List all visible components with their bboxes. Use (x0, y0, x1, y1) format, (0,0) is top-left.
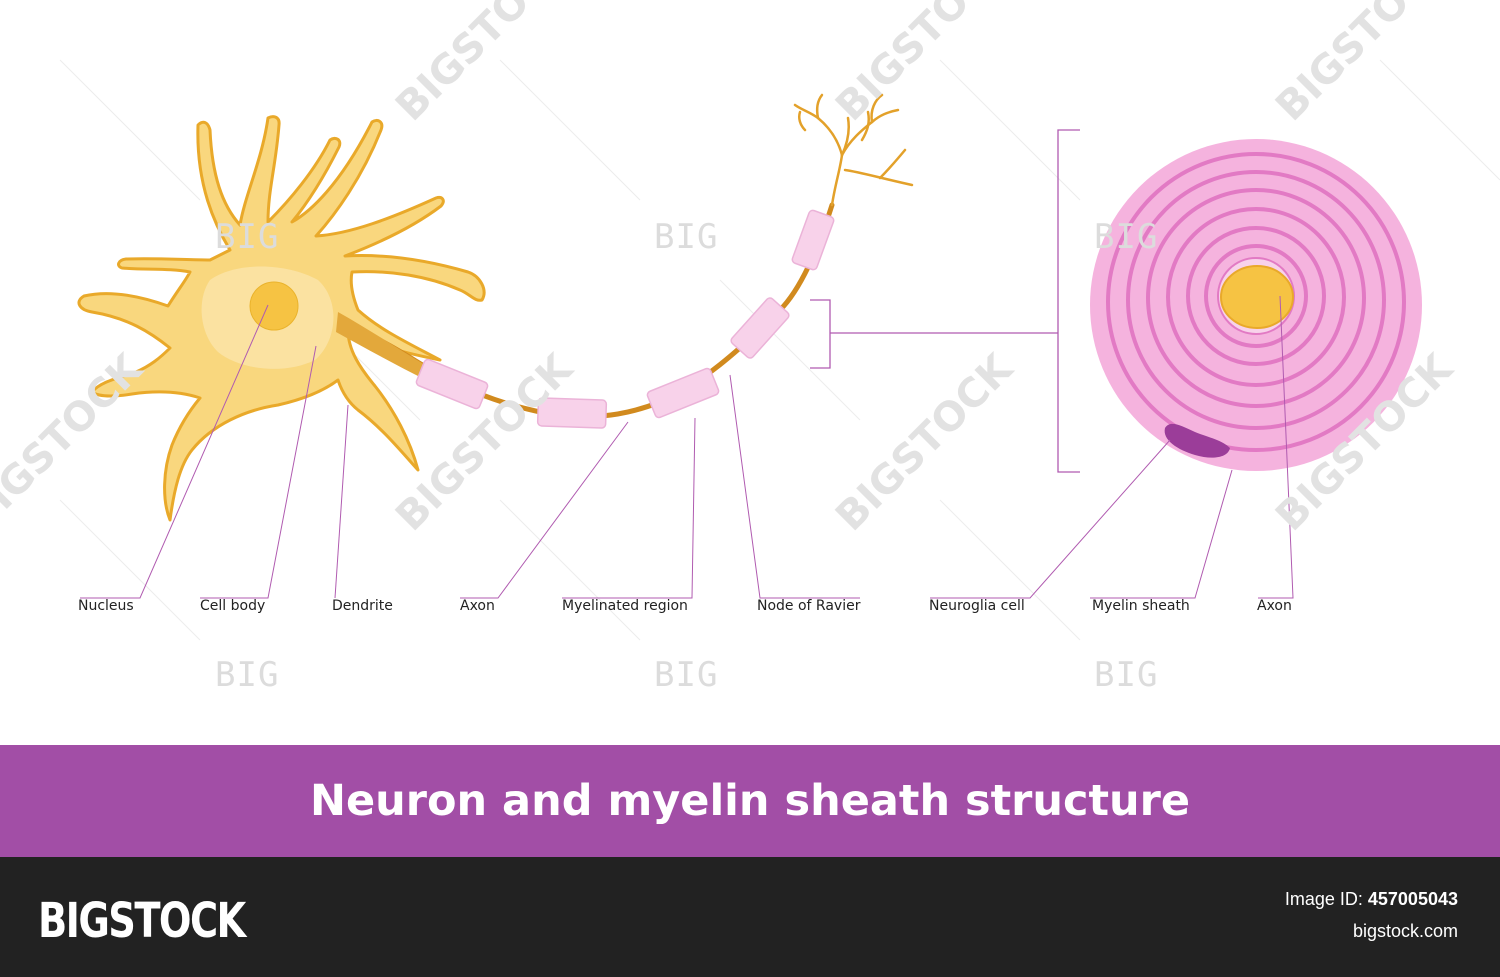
myelin-segment (730, 297, 790, 359)
myelin-rings (1106, 152, 1406, 452)
label-myelinated-region: Myelinated region (562, 598, 688, 614)
label-dendrite: Dendrite (332, 598, 393, 614)
watermark: BIG (654, 217, 719, 257)
label-node-of-ravier: Node of Ravier (757, 598, 861, 614)
image-id: Image ID: 457005043 (1285, 889, 1458, 910)
nucleus (249, 281, 299, 331)
brand-logo: BIGSTOCK (38, 893, 246, 949)
page-title: Neuron and myelin sheath structure (309, 776, 1191, 826)
axon-hillock (336, 312, 430, 380)
watermark: BIG (654, 655, 719, 695)
footer-bar: BIGSTOCK Image ID: 457005043 bigstock.co… (0, 857, 1500, 977)
site-url: bigstock.com (1352, 921, 1458, 941)
label-myelin-sheath: Myelin sheath (1092, 598, 1190, 614)
image-id-value: 457005043 (1367, 889, 1458, 909)
myelin-segment (415, 358, 489, 410)
axon-terminal (793, 93, 914, 207)
image-id-label: Image ID: (1284, 889, 1363, 909)
watermark: BIG (1094, 655, 1159, 695)
label-axon: Axon (460, 598, 495, 614)
leader-lines (80, 295, 1294, 599)
watermark: BIG (215, 217, 280, 257)
label-nucleus: Nucleus (78, 598, 134, 614)
myelin-cross-section (1090, 139, 1422, 471)
watermark: BIG (1094, 217, 1159, 257)
axon-core (1220, 265, 1294, 329)
label-neuroglia-cell: Neuroglia cell (929, 598, 1025, 614)
label-cell-body: Cell body (200, 598, 266, 614)
title-banner: Neuron and myelin sheath structure (0, 745, 1500, 857)
watermark: BIG (215, 655, 280, 695)
zoom-bracket (810, 129, 1080, 473)
myelin-segment (791, 209, 835, 271)
label-axon-cross-section: Axon (1257, 598, 1292, 614)
myelin-segment (536, 397, 608, 429)
diagram-stage: BIG BIG BIG BIG BIG BIG BIGSTOCK BIGSTOC… (0, 0, 1500, 695)
neuron-diagram (59, 59, 1500, 641)
myelin-segment (646, 367, 720, 419)
neuroglia-cell (1164, 423, 1230, 458)
myelin-segments (415, 209, 835, 429)
